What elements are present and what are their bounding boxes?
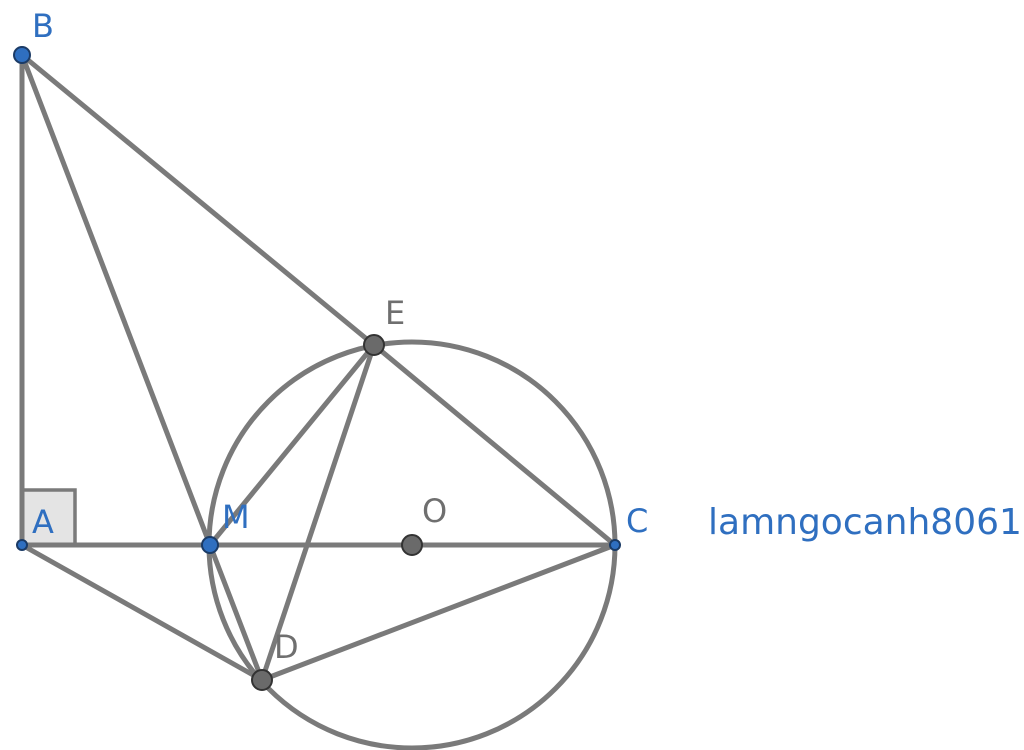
segment-ad [19, 542, 265, 683]
label-c: C [626, 502, 648, 540]
segment-ed [259, 342, 377, 683]
point-b [13, 46, 31, 64]
point-c [609, 539, 621, 551]
segment-dc [259, 542, 618, 683]
watermark-text: lamngocanh8061 [708, 502, 1022, 543]
point-o [401, 534, 423, 556]
point-d [251, 669, 273, 691]
segment-be [19, 52, 377, 348]
label-b: B [32, 7, 54, 45]
point-e [363, 334, 385, 356]
label-m: M [222, 498, 250, 536]
point-a [16, 539, 28, 551]
label-d: D [274, 628, 299, 666]
point-m [201, 536, 219, 554]
segment-md [207, 542, 265, 683]
label-a: A [32, 503, 54, 541]
segment-me [207, 342, 377, 548]
segment-bm [19, 52, 213, 548]
segment-ec [371, 342, 618, 548]
label-o: O [422, 492, 447, 530]
label-e: E [385, 294, 405, 332]
